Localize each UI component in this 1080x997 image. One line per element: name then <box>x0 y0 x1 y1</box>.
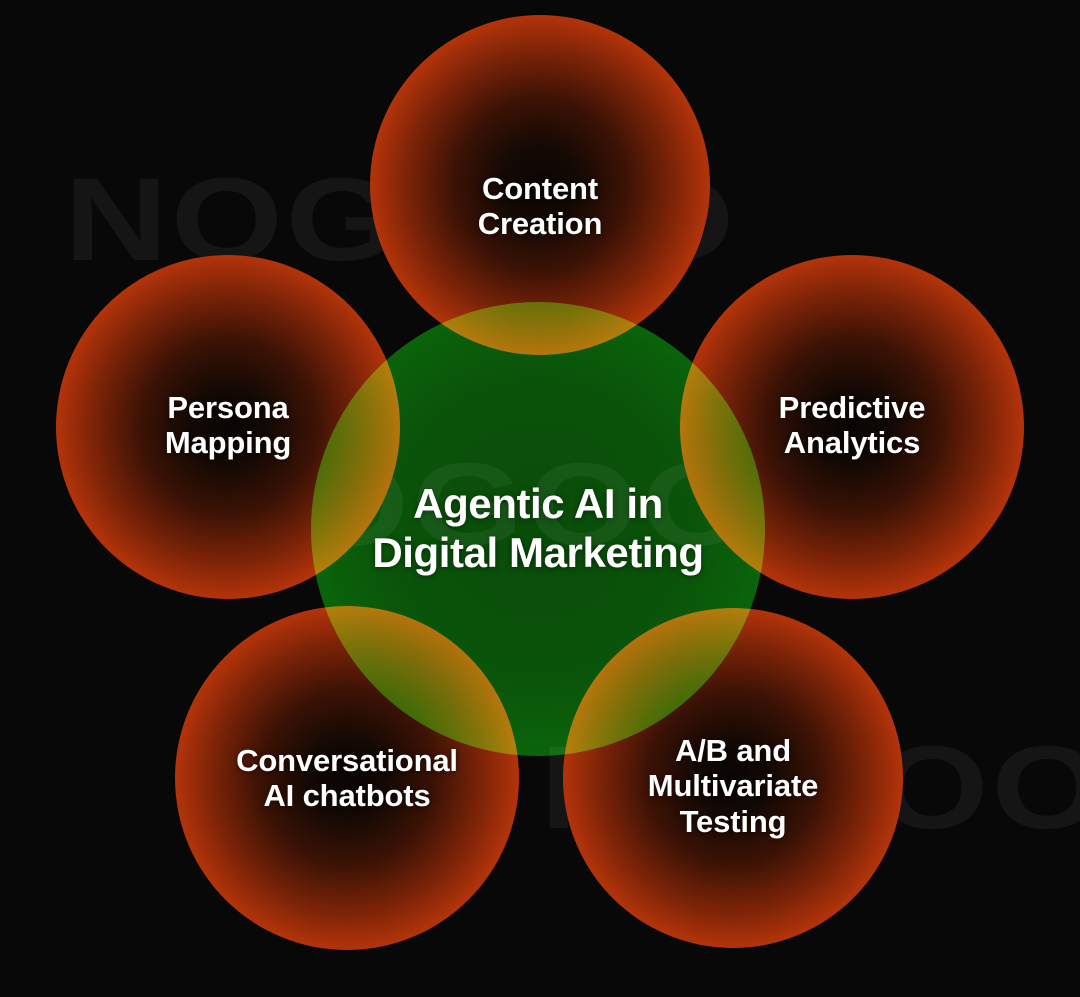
petal-persona-mapping-label: Persona Mapping <box>155 390 301 461</box>
petal-conversational-ai-chatbots-label: Conversational AI chatbots <box>226 743 468 814</box>
petal-predictive-analytics-line-2: Analytics <box>783 425 921 460</box>
petal-content-creation-line-2: Creation <box>477 206 603 241</box>
core-title: Agentic AI in Digital Marketing <box>362 480 713 577</box>
petal-conversational-ai-chatbots-line-1: Conversational <box>236 742 458 778</box>
petal-content-creation[interactable]: Content Creation <box>370 15 710 355</box>
petal-ab-multivariate-testing-line-2: Multivariate <box>647 768 819 804</box>
petal-conversational-ai-chatbots-line-2: AI chatbots <box>263 778 431 813</box>
petal-ab-multivariate-testing-line-1: A/B and <box>674 733 791 768</box>
petal-content-creation-label: Content Creation <box>468 171 613 242</box>
petal-predictive-analytics-label: Predictive Analytics <box>769 390 936 461</box>
core-agentic-ai[interactable]: Agentic AI in Digital Marketing <box>311 302 765 756</box>
petal-predictive-analytics-line-1: Predictive <box>778 389 926 425</box>
petal-content-creation-line-1: Content <box>481 170 598 206</box>
petal-ab-multivariate-testing-label: A/B and Multivariate Testing <box>638 733 828 839</box>
petal-persona-mapping-line-2: Mapping <box>164 425 292 460</box>
petal-persona-mapping-line-1: Persona <box>167 389 289 425</box>
petal-ab-multivariate-testing-line-3: Testing <box>679 803 787 839</box>
core-title-line-1: Agentic AI in <box>413 480 663 528</box>
core-title-line-2: Digital Marketing <box>372 529 704 576</box>
